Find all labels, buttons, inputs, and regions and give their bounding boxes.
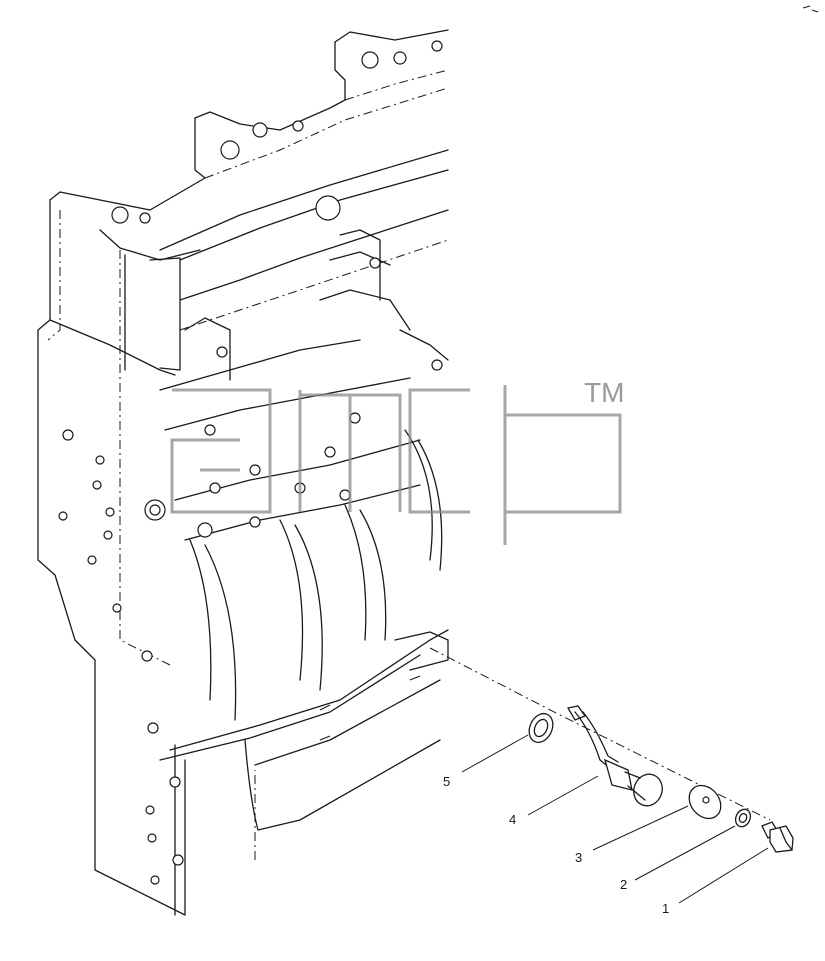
engine-block	[37, 29, 449, 916]
watermark-logo: TM	[170, 377, 624, 545]
callout-1: 1	[662, 901, 669, 916]
corner-mark	[802, 5, 819, 13]
plug-bolt-part	[761, 821, 794, 853]
callout-2: 2	[620, 877, 627, 892]
callout-3: 3	[575, 850, 582, 865]
leader-lines	[461, 734, 769, 904]
gasket-plate-part	[688, 784, 722, 820]
washer-part	[734, 808, 752, 828]
exploded-parts: 5 4 3 2 1	[429, 647, 794, 916]
trademark-symbol: TM	[584, 377, 624, 408]
callout-4: 4	[509, 812, 516, 827]
dipstick-tube-part	[566, 705, 663, 807]
callout-5: 5	[443, 774, 450, 789]
block-holes	[58, 40, 443, 885]
seal-ring-part	[528, 712, 554, 744]
